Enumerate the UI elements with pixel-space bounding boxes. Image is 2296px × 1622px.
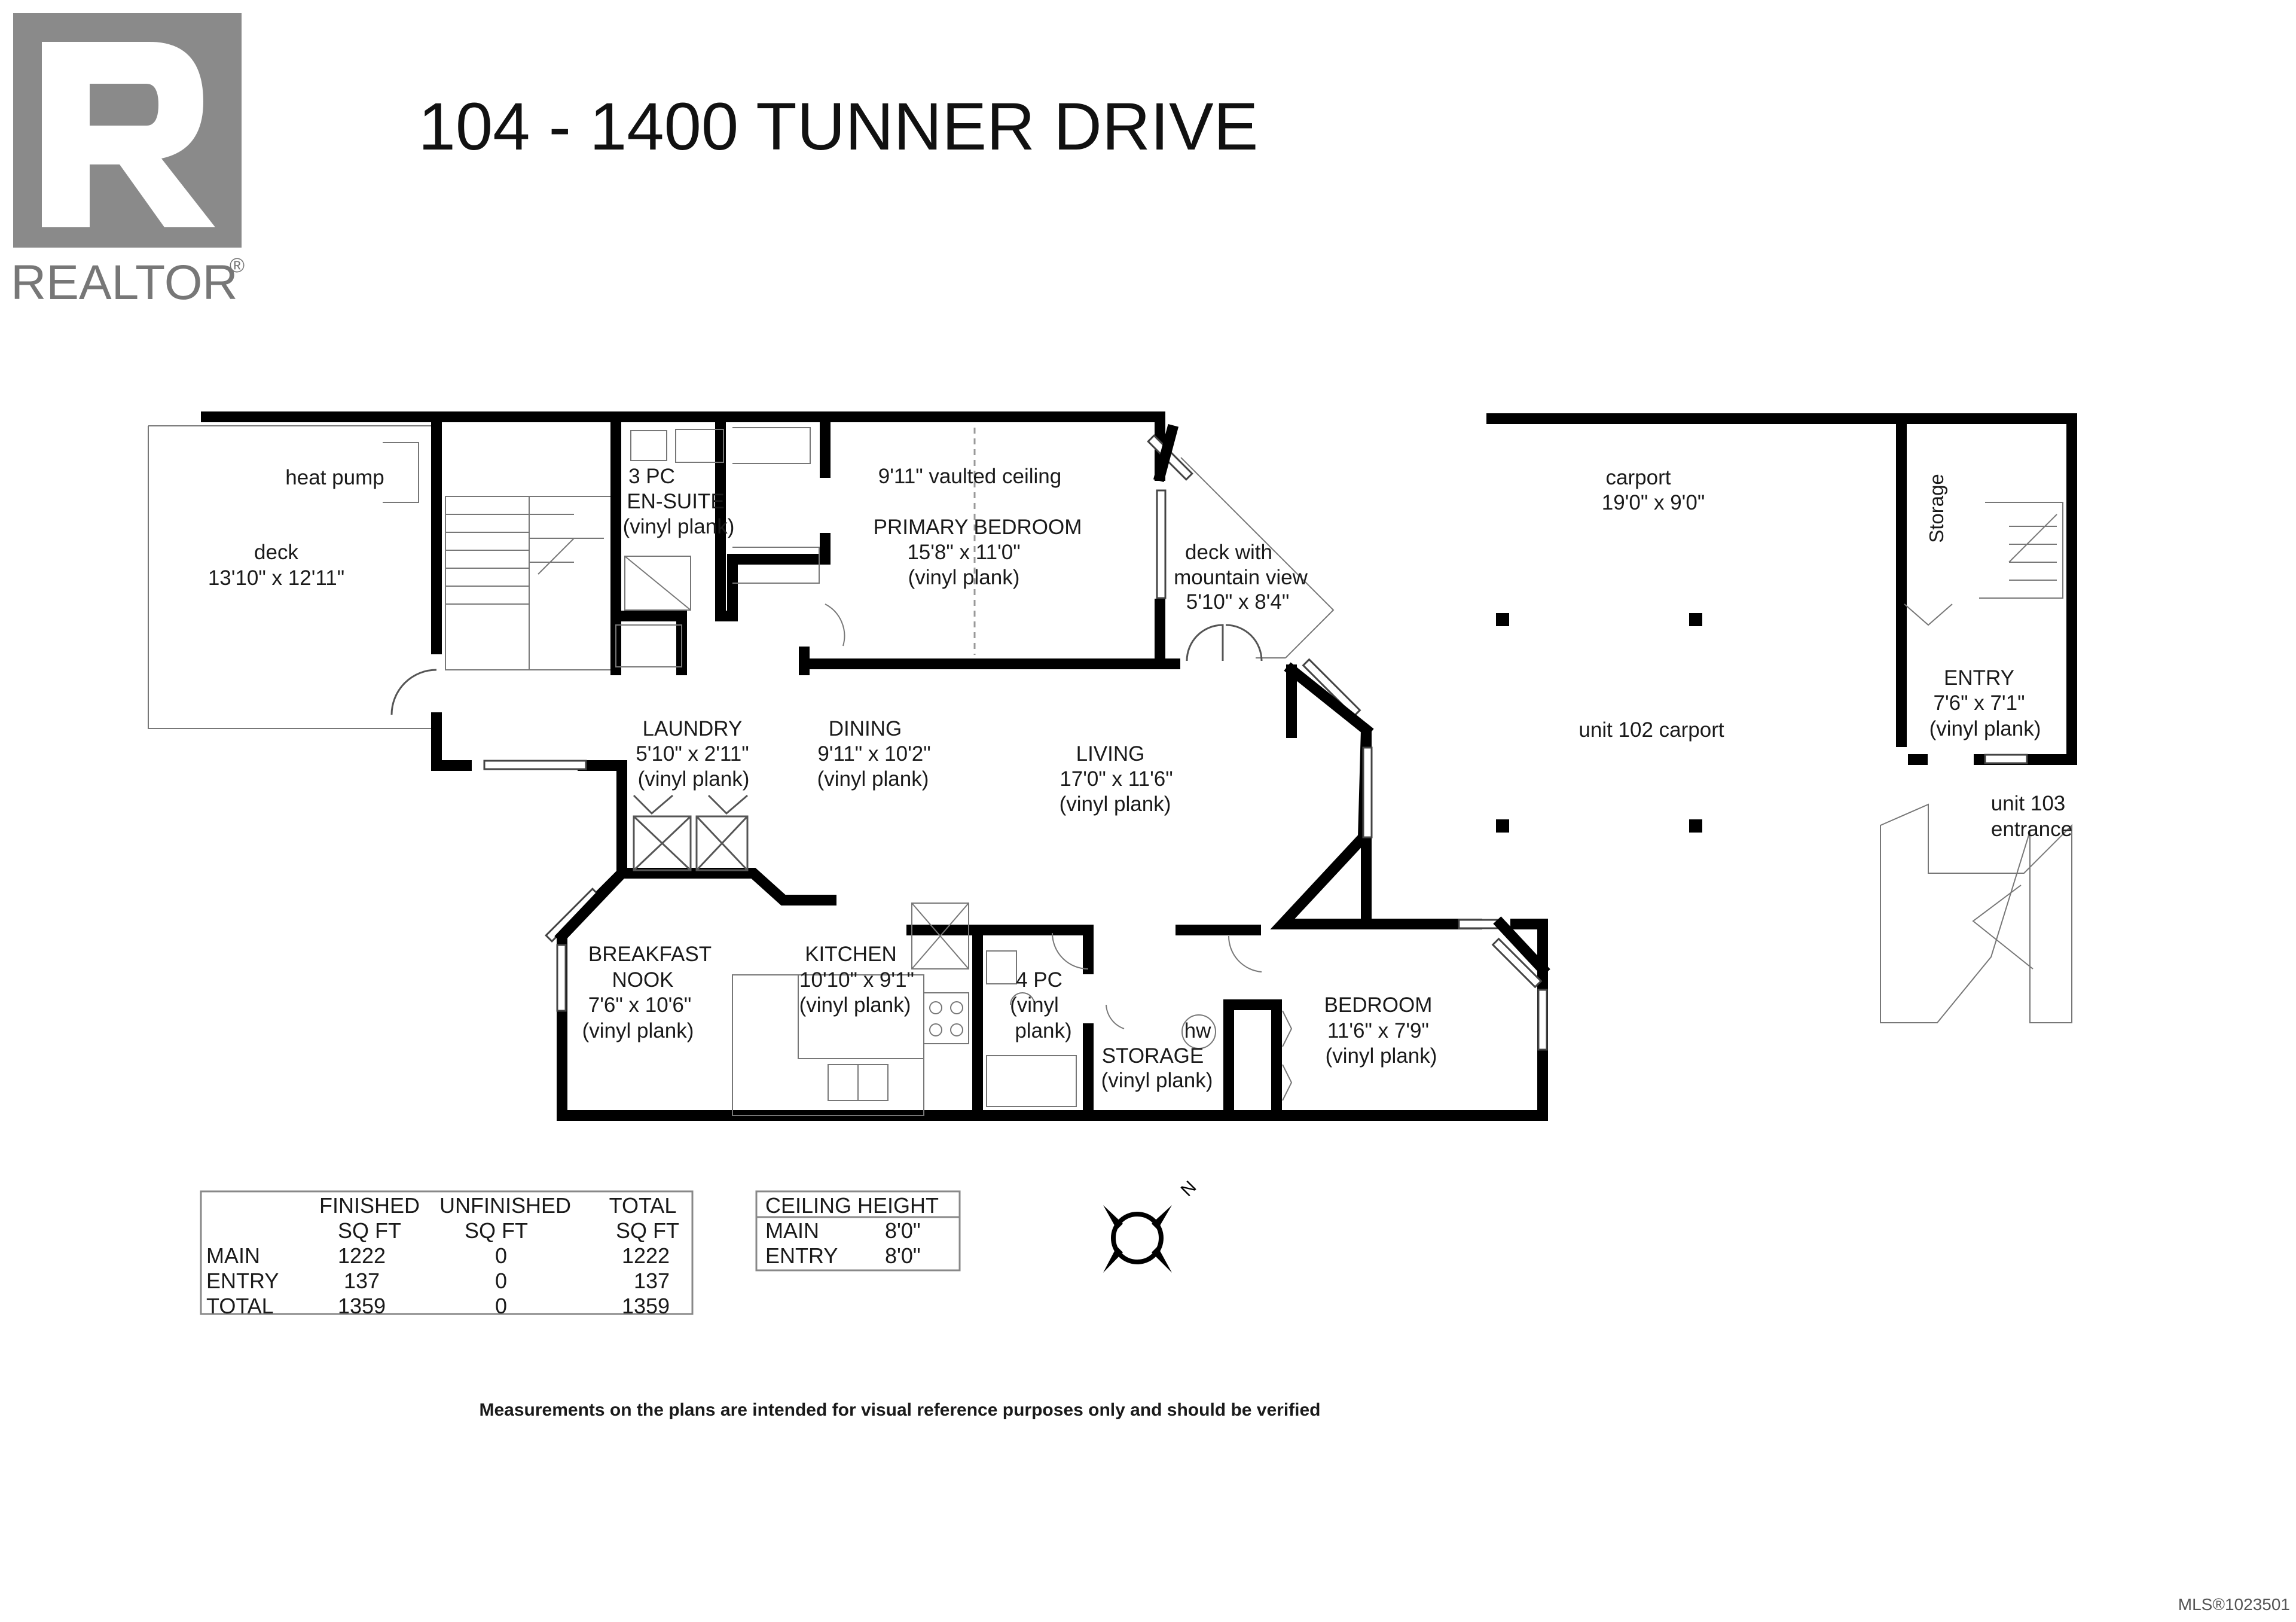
ensuite-fixtures (615, 427, 845, 667)
entry-name: ENTRY (1944, 666, 2014, 690)
table-cell: ENTRY (765, 1243, 838, 1268)
col-header-total-1: TOTAL (609, 1193, 677, 1218)
table-cell: 1359 (622, 1294, 670, 1318)
table-cell: 0 (495, 1294, 507, 1318)
disclaimer: Measurements on the plans are intended f… (479, 1400, 1320, 1420)
dining-dims: 9'11" x 10'2" (817, 742, 930, 766)
realtor-logo-text: REALTOR (11, 255, 238, 310)
dining-name: DINING (829, 717, 902, 740)
registered-mark: ® (230, 254, 245, 277)
table-cell: 1222 (338, 1243, 386, 1268)
nook-dims: 7'6" x 10'6" (588, 993, 692, 1017)
realtor-logo[interactable]: REALTOR ® (11, 13, 245, 310)
col-header-finished-1: FINISHED (319, 1193, 420, 1218)
unit103-label-1: unit 103 (1991, 792, 2066, 815)
heat-pump-label: heat pump (285, 466, 384, 489)
table-cell: 1222 (622, 1243, 670, 1268)
bedroom-name: BEDROOM (1324, 993, 1433, 1017)
living-dims: 17'0" x 11'6" (1060, 767, 1173, 791)
deck-name: deck (254, 541, 298, 564)
laundry-floor: (vinyl plank) (638, 767, 750, 791)
kitchen-dims: 10'10" x 9'1" (799, 968, 914, 992)
vaulted-ceiling-label: 9'11" vaulted ceiling (878, 465, 1061, 488)
col-header-finished-2: SQ FT (338, 1218, 401, 1243)
primary-bedroom-name: PRIMARY BEDROOM (874, 516, 1082, 539)
living-floor: (vinyl plank) (1060, 792, 1171, 816)
table-cell: 8'0" (885, 1243, 921, 1268)
bedroom-dims: 11'6" x 7'9" (1327, 1019, 1429, 1042)
table-cell: 137 (344, 1269, 380, 1293)
kitchen-fixtures (732, 903, 969, 1116)
table-cell: ENTRY (206, 1269, 279, 1293)
kitchen-floor: (vinyl plank) (799, 993, 911, 1017)
entry-storage-label: Storage (1925, 474, 1947, 543)
table-cell: MAIN (765, 1218, 819, 1243)
bath4-label-1: 4 PC (1016, 968, 1062, 992)
compass-north-label: N (1177, 1177, 1201, 1200)
bath4-label-3: plank) (1015, 1019, 1071, 1042)
stairs (445, 496, 613, 670)
compass-icon: N (1103, 1177, 1200, 1273)
deck-dims: 13'10" x 12'11" (208, 566, 344, 590)
table-cell: 0 (495, 1243, 507, 1268)
col-header-total-2: SQ FT (616, 1218, 679, 1243)
nook-label-1: BREAKFAST (588, 943, 712, 966)
sqft-table: FINISHED SQ FT UNFINISHED SQ FT TOTAL SQ… (200, 1190, 694, 1318)
room-labels: heat pump deck 13'10" x 12'11" 3 PC EN-S… (208, 465, 2072, 1092)
table-cell: 1359 (338, 1294, 386, 1318)
living-name: LIVING (1076, 742, 1145, 766)
bath4-label-2: (vinyl (1010, 993, 1059, 1017)
carport (1486, 413, 2077, 1023)
unit103-label-2: entrance (1991, 818, 2072, 841)
carport-dims: 19'0" x 9'0" (1602, 491, 1705, 514)
storage-name: STORAGE (1102, 1044, 1204, 1068)
table-cell: 0 (495, 1269, 507, 1293)
entry-dims: 7'6" x 7'1" (1933, 691, 2025, 715)
storage-floor: (vinyl plank) (1101, 1069, 1213, 1092)
primary-bedroom-floor: (vinyl plank) (908, 566, 1020, 589)
table-cell: 137 (634, 1269, 670, 1293)
ceiling-height-header: CEILING HEIGHT (765, 1193, 939, 1218)
table-cell: MAIN (206, 1243, 260, 1268)
deck2-label-2: mountain view (1174, 566, 1308, 589)
primary-bedroom-dims: 15'8" x 11'0" (907, 541, 1020, 564)
table-cell: 8'0" (885, 1218, 921, 1243)
ceiling-height-table: CEILING HEIGHT MAIN 8'0" ENTRY 8'0" (755, 1190, 961, 1272)
bedroom-floor: (vinyl plank) (1326, 1044, 1437, 1068)
laundry-name: LAUNDRY (643, 717, 743, 740)
nook-label-2: NOOK (612, 968, 673, 992)
mls-number: MLS®1023501 (2178, 1595, 2290, 1614)
main-floor (148, 411, 1550, 1121)
kitchen-name: KITCHEN (805, 943, 897, 966)
table-cell: TOTAL (206, 1294, 274, 1318)
deck-outline (148, 425, 436, 729)
nook-floor: (vinyl plank) (582, 1019, 694, 1042)
dining-floor: (vinyl plank) (817, 767, 929, 791)
laundry-dims: 5'10" x 2'11" (636, 742, 749, 766)
carport-name: carport (1606, 466, 1671, 489)
hw-label: hw (1184, 1019, 1211, 1042)
col-header-unfinished-2: SQ FT (465, 1218, 528, 1243)
col-header-unfinished-1: UNFINISHED (439, 1193, 571, 1218)
page-title: 104 - 1400 TUNNER DRIVE (419, 89, 1259, 164)
unit102-carport-label: unit 102 carport (1578, 718, 1724, 742)
deck2-dims: 5'10" x 8'4" (1186, 590, 1290, 614)
laundry-appliances (633, 794, 749, 871)
entry-floor: (vinyl plank) (1929, 717, 2041, 740)
bath-fixtures (986, 932, 1293, 1107)
ensuite-floor: (vinyl plank) (623, 515, 735, 538)
deck2-label-1: deck with (1185, 541, 1272, 564)
ensuite-label-2: EN-SUITE (627, 490, 724, 513)
ensuite-label-1: 3 PC (628, 465, 675, 488)
